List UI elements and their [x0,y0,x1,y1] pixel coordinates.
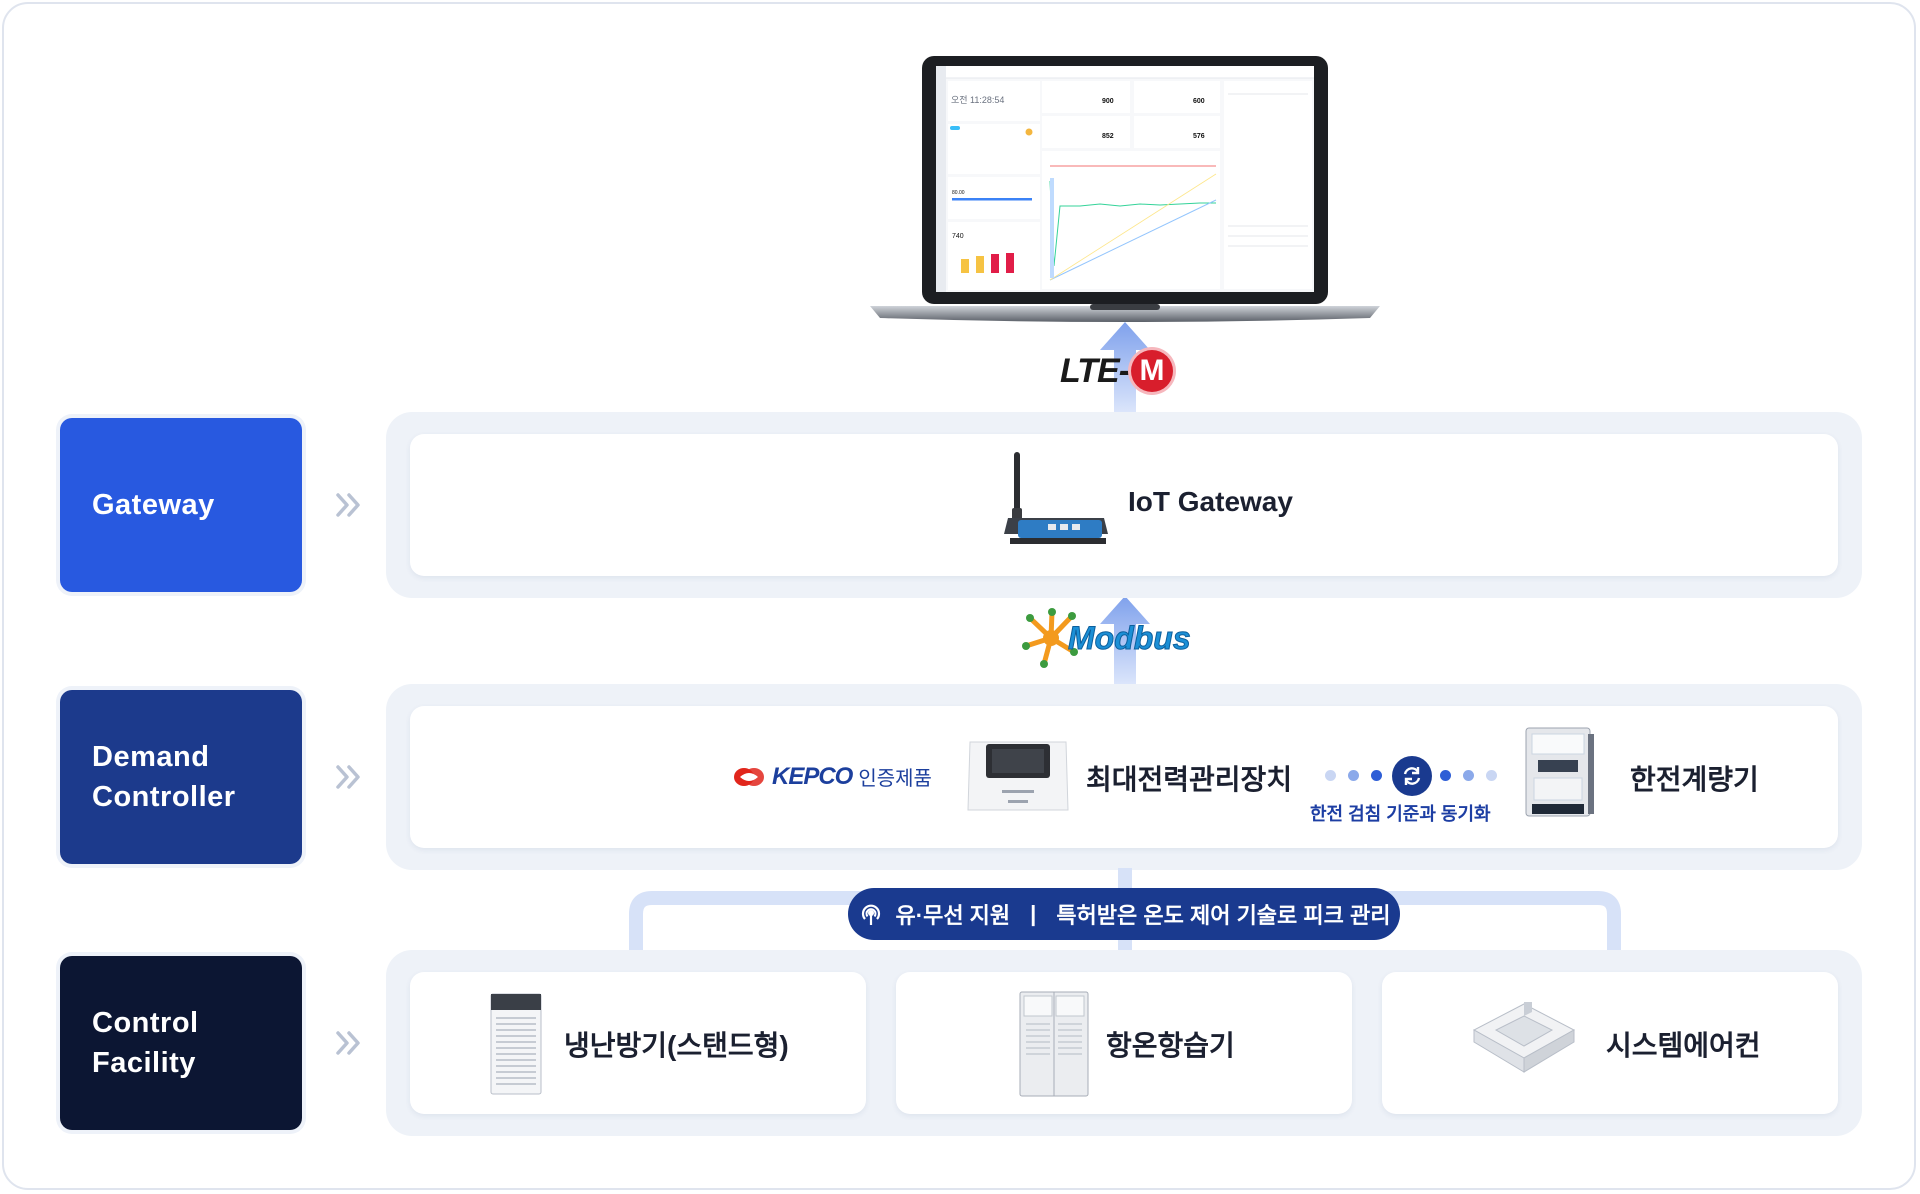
lte-m-logo: LTE- M [1060,348,1174,394]
level-gateway-title: Gateway [92,489,215,521]
laptop-kpi-1: 900 [1102,98,1114,105]
demand-controller-card: KEPCO 인증제품 최대전력관리장치 한전 검침 기준과 동기화 [410,706,1838,848]
refresh-icon [1403,767,1421,785]
kepco-certified-badge: KEPCO 인증제품 [732,762,932,791]
modbus-logo: Modbus [1018,606,1191,670]
chevron-double-right-icon [336,765,360,789]
sync-dot [1348,770,1359,781]
kepco-meter-label: 한전계량기 [1630,764,1759,795]
lte-m-letter: M [1139,354,1165,387]
kepco-logo-text: KEPCO [772,762,853,790]
level-gateway: Gateway [60,418,302,592]
sync-icon [1392,756,1432,796]
wired-wireless-badge: 유·무선 지원 | 특허받은 온도 제어 기술로 피크 관리 [848,888,1400,940]
facility-card-system-ac: 시스템에어컨 [1382,972,1838,1114]
sync-dot [1463,770,1474,781]
facility-label-system-ac: 시스템에어컨 [1606,1030,1761,1061]
laptop-bar-value: 740 [952,233,964,240]
demand-controller-row-panel: KEPCO 인증제품 최대전력관리장치 한전 검침 기준과 동기화 [386,684,1862,870]
demand-controller-device-icon [967,741,1069,811]
certified-label: 인증제품 [858,768,932,790]
laptop-kpi-2: 600 [1193,98,1205,105]
stand-air-conditioner-icon [490,993,542,1095]
demand-controller-label: 최대전력관리장치 [1086,764,1293,795]
facility-card-stand-ac: 냉난방기(스탠드형) [410,972,866,1114]
lte-uplink-arrow [1100,322,1150,412]
iot-gateway-card: IoT Gateway [410,434,1838,576]
sync-dot [1486,770,1497,781]
iot-gateway-label: IoT Gateway [1128,486,1293,517]
chevron-double-right-icon [336,1031,360,1055]
level-demand-title-line2: Controller [92,781,236,813]
gateway-row-panel: IoT Gateway [386,412,1862,598]
sync-dot [1440,770,1451,781]
level-demand-title-line1: Demand [92,741,210,773]
level-control-facility: Control Facility [60,956,302,1130]
laptop-gauge-value: 80.00 [952,190,965,196]
level-demand-controller: Demand Controller [60,690,302,864]
iot-gateway-device-icon [1004,452,1108,544]
chevron-double-right-icon [336,493,360,517]
laptop-kpi-3: 852 [1102,133,1114,140]
badge-divider: | [1030,901,1037,926]
facility-label-thermo-hygrostat: 항온항습기 [1106,1030,1235,1061]
sync-label: 한전 검침 기준과 동기화 [1310,804,1491,824]
facility-card-thermo-hygrostat: 항온항습기 [896,972,1352,1114]
lte-m-badge: M [1131,350,1174,392]
laptop-dashboard-illustration: 오전 11:28:54 900 600 852 576 80.00 740 [870,56,1380,322]
thermo-hygrostat-icon [1019,991,1089,1097]
laptop-time: 오전 11:28:54 [951,95,1004,105]
modbus-network-icon [1022,608,1078,668]
badge-left-text: 유·무선 지원 [895,903,1011,928]
sync-dot [1325,770,1336,781]
wireless-signal-icon [861,904,880,925]
badge-right-text: 특허받은 온도 제어 기술로 피크 관리 [1056,903,1391,928]
laptop-kpi-4: 576 [1193,133,1205,140]
lte-text: LTE- [1060,351,1130,390]
kepco-meter-device-icon [1525,727,1594,817]
control-facility-row-panel: 냉난방기(스탠드형) 항온항습기 시스템에어컨 [386,950,1862,1136]
level-control-title-line2: Facility [92,1047,196,1079]
level-control-title-line1: Control [92,1007,199,1039]
ceiling-cassette-ac-icon [1472,1002,1576,1073]
facility-label-stand-ac: 냉난방기(스탠드형) [564,1030,789,1061]
modbus-text: Modbus [1068,619,1192,656]
kepco-logo-icon [734,767,764,786]
modbus-uplink-arrow [1100,596,1150,684]
sync-dot [1371,770,1382,781]
